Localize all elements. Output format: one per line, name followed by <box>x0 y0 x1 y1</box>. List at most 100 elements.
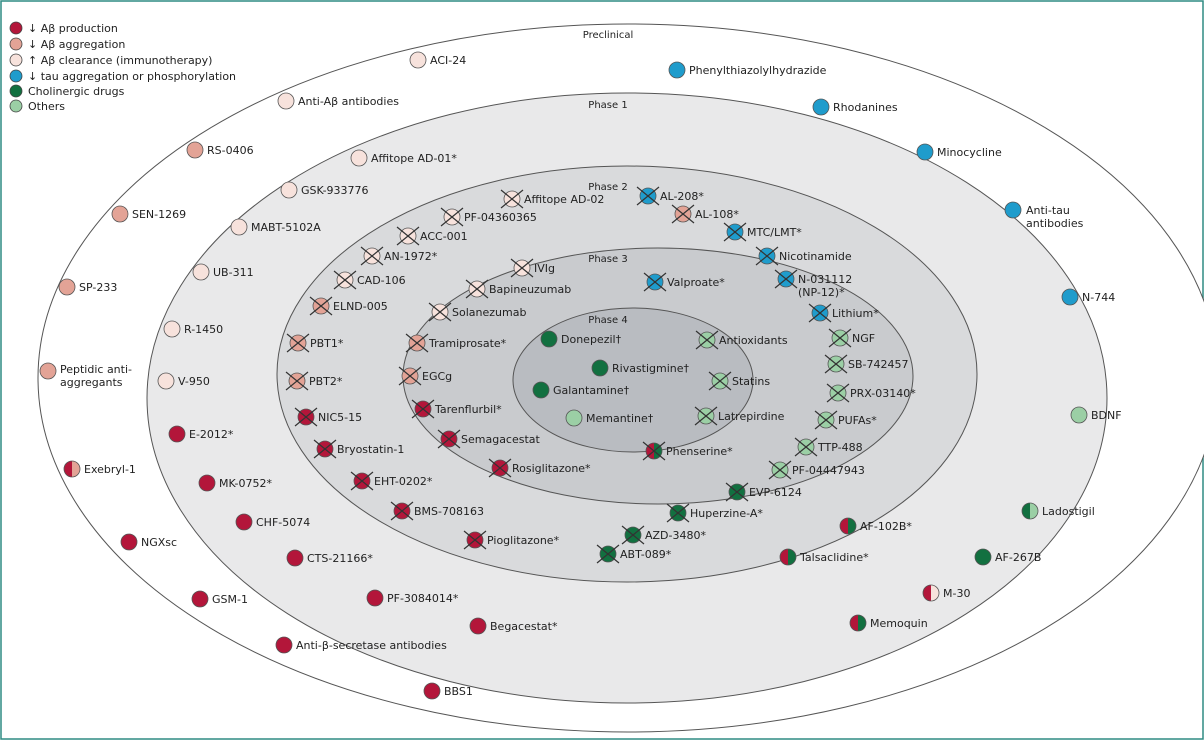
drug-marker <box>163 320 181 338</box>
discontinued-cross <box>360 246 384 266</box>
drug-evp-6124: EVP-6124 <box>725 482 802 502</box>
drug-marker <box>198 474 216 492</box>
drug-abt-089: ABT-089* <box>596 544 672 564</box>
drug-label: R-1450 <box>184 323 223 336</box>
drug-chf-5074: CHF-5074 <box>235 513 310 531</box>
drug-label: Antioxidants <box>719 334 788 347</box>
discontinued-cross <box>398 366 422 386</box>
drug-label: Rhodanines <box>833 101 898 114</box>
drug-label: ACC-001 <box>420 230 468 243</box>
discontinued-cross <box>666 503 690 523</box>
discontinued-cross <box>794 437 818 457</box>
drug-marker <box>191 590 209 608</box>
drug-label: SB-742457 <box>848 358 909 371</box>
drug-label: Affitope AD-02 <box>524 193 604 206</box>
drug-n-031112-np-12: N-031112(NP-12)* <box>774 269 852 299</box>
drug-bapineuzumab: Bapineuzumab <box>465 279 571 299</box>
legend-item-cholinergic: Cholinergic drugs <box>9 84 125 98</box>
drug-marker <box>668 61 686 79</box>
drug-af-102b: AF-102B* <box>839 517 912 535</box>
drug-marker <box>366 589 384 607</box>
drug-label: PF-04447943 <box>792 464 865 477</box>
drug-label: AL-208* <box>660 190 704 203</box>
drug-pioglitazone: Pioglitazone* <box>463 530 560 550</box>
drug-label: PF-3084014* <box>387 592 459 605</box>
drug-egcg: EGCg <box>398 366 452 386</box>
legend-swatch-others <box>9 99 23 113</box>
drug-label: Tramiprosate* <box>428 337 507 350</box>
drug-label: Rosiglitazone* <box>512 462 591 475</box>
drug-label: EHT-0202* <box>374 475 433 488</box>
discontinued-cross <box>309 296 333 316</box>
drug-marker-left-half <box>840 518 848 534</box>
discontinued-cross <box>286 333 310 353</box>
drug-latrepirdine: Latrepirdine <box>694 406 785 426</box>
drug-label: Memoquin <box>870 617 928 630</box>
drug-gsm-1: GSM-1 <box>191 590 248 608</box>
discontinued-cross <box>333 270 357 290</box>
drug-marker <box>168 425 186 443</box>
discontinued-cross <box>643 272 667 292</box>
drug-marker <box>350 149 368 167</box>
drug-marker <box>58 278 76 296</box>
drug-marker <box>469 617 487 635</box>
drug-marker <box>916 143 934 161</box>
legend-swatch-abeta-production <box>9 21 23 35</box>
drug-gsk-933776: GSK-933776 <box>280 181 369 199</box>
drug-exebryl-1: Exebryl-1 <box>63 460 136 478</box>
drug-solanezumab: Solanezumab <box>428 302 526 322</box>
drug-marker <box>280 181 298 199</box>
drug-label: Anti-Aβ antibodies <box>298 95 399 108</box>
drug-label: AZD-3480* <box>645 529 706 542</box>
legend: ↓ Aβ production ↓ Aβ aggregation ↑ Aβ cl… <box>9 21 236 113</box>
drug-label: BBS1 <box>444 685 473 698</box>
drug-rhodanines: Rhodanines <box>812 98 898 116</box>
discontinued-cross <box>814 410 838 430</box>
drug-marker-outline <box>839 517 857 535</box>
drug-aci-24: ACI-24 <box>409 51 466 69</box>
discontinued-cross <box>405 333 429 353</box>
drug-rs-0406: RS-0406 <box>186 141 254 159</box>
drug-label: EVP-6124 <box>749 486 802 499</box>
legend-item-abeta-production: ↓ Aβ production <box>9 21 118 35</box>
drug-marker <box>157 372 175 390</box>
discontinued-cross <box>500 189 524 209</box>
drug-label: NGF <box>852 332 875 345</box>
drug-lithium: Lithium* <box>808 303 879 323</box>
drug-label: Affitope AD-01* <box>371 152 457 165</box>
drug-minocycline: Minocycline <box>916 143 1002 161</box>
drug-label: Pioglitazone* <box>487 534 560 547</box>
drug-anti-a-antibodies: Anti-Aβ antibodies <box>277 92 399 110</box>
drug-mtc-lmt: MTC/LMT* <box>723 222 802 242</box>
drug-phenylthiazolylhydrazide: Phenylthiazolylhydrazide <box>668 61 827 79</box>
drug-ngf: NGF <box>828 328 875 348</box>
discontinued-cross <box>642 441 666 461</box>
phase-label-preclinical: Preclinical <box>583 30 633 41</box>
drug-pufas: PUFAs* <box>814 410 877 430</box>
drug-label: CTS-21166* <box>307 552 373 565</box>
drug-label: RS-0406 <box>207 144 254 157</box>
legend-label-abeta-production: ↓ Aβ production <box>28 22 118 35</box>
drug-label: Peptidic anti-aggregants <box>60 363 132 389</box>
drug-marker <box>275 636 293 654</box>
drug-marker <box>1061 288 1079 306</box>
phase-label-phase-3: Phase 3 <box>588 254 627 265</box>
drug-peptidic-anti-aggregants: Peptidic anti-aggregants <box>39 362 132 389</box>
drug-marker-outline <box>779 548 797 566</box>
drug-affitope-ad-01: Affitope AD-01* <box>350 149 457 167</box>
drug-label: Semagacestat <box>461 433 541 446</box>
drug-tarenflurbil: Tarenflurbil* <box>411 399 502 419</box>
drug-e-2012: E-2012* <box>168 425 234 443</box>
drug-marker-left-half <box>64 461 72 477</box>
drug-antioxidants: Antioxidants <box>695 330 788 350</box>
drug-label: Donepezil† <box>561 333 622 346</box>
drug-pf-3084014: PF-3084014* <box>366 589 459 607</box>
drug-label: Minocycline <box>937 146 1002 159</box>
discontinued-cross <box>808 303 832 323</box>
discontinued-cross <box>694 406 718 426</box>
drug-marker-right-half <box>848 518 856 534</box>
discontinued-cross <box>768 460 792 480</box>
drug-memantine: Memantine† <box>565 409 654 427</box>
